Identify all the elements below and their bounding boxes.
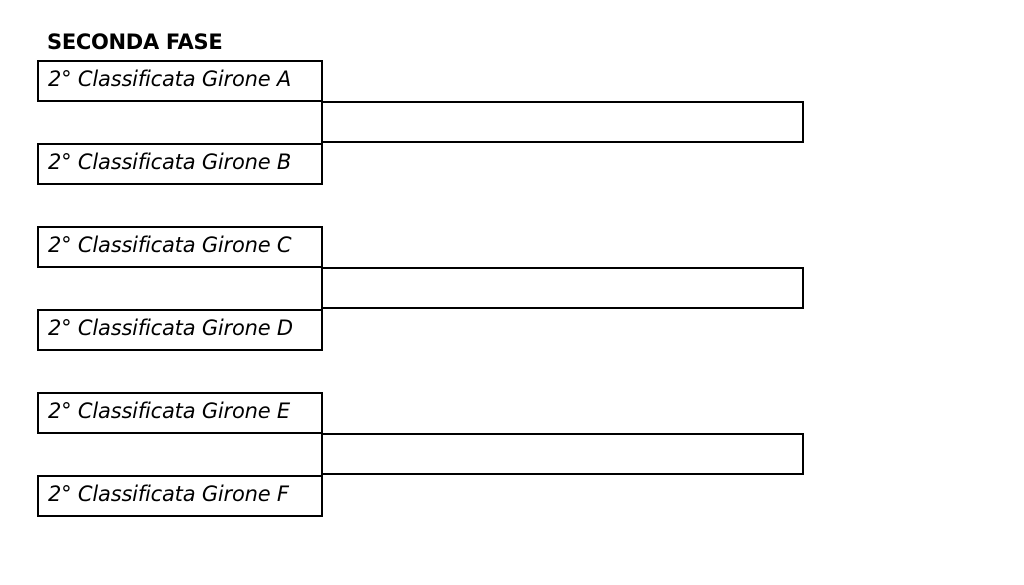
team-label: 2° Classificata Girone B <box>48 150 292 174</box>
team-label: 2° Classificata Girone C <box>48 233 292 257</box>
winner-slot-cd <box>321 267 804 309</box>
winner-slot-ab <box>321 101 804 143</box>
winner-slot-ef <box>321 433 804 475</box>
bracket-title: SECONDA FASE <box>47 30 223 54</box>
team-slot-a: 2° Classificata Girone A <box>37 60 323 102</box>
team-label: 2° Classificata Girone A <box>48 67 292 91</box>
team-label: 2° Classificata Girone D <box>48 316 293 340</box>
team-slot-d: 2° Classificata Girone D <box>37 309 323 351</box>
team-label: 2° Classificata Girone F <box>48 482 289 506</box>
team-slot-b: 2° Classificata Girone B <box>37 143 323 185</box>
team-slot-c: 2° Classificata Girone C <box>37 226 323 268</box>
team-slot-f: 2° Classificata Girone F <box>37 475 323 517</box>
team-label: 2° Classificata Girone E <box>48 399 291 423</box>
team-slot-e: 2° Classificata Girone E <box>37 392 323 434</box>
